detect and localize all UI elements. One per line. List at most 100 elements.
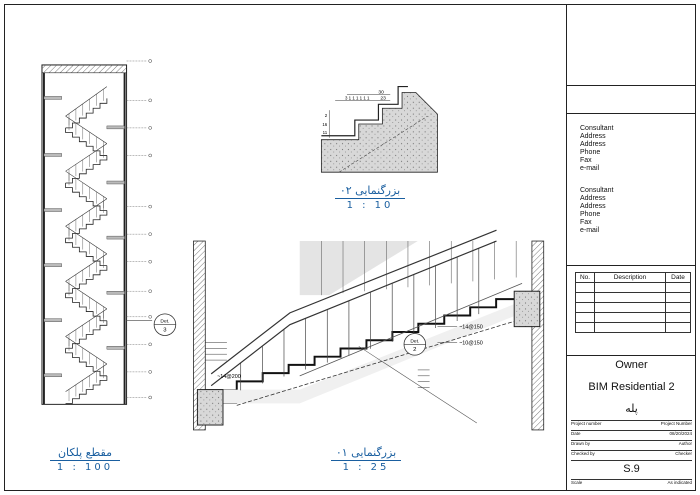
table-row (575, 282, 691, 293)
detail-callout-3: Det. 3 (126, 313, 177, 336)
consultant-1-name: Consultant (580, 125, 614, 132)
stair-flight (65, 293, 107, 322)
owner-label: Owner (615, 359, 648, 371)
level-marker (148, 370, 152, 374)
level-marker (148, 315, 152, 319)
handrail (65, 143, 108, 172)
handrail (65, 363, 108, 392)
dim-2: 2 (325, 113, 328, 118)
landing (106, 125, 125, 130)
upper-flight-shade (299, 241, 418, 296)
detail-01-stair: ~14@150 ~10@150 ~14@200 (193, 229, 545, 431)
detail-01-title: بزرگنمایی ۰۱ (335, 446, 397, 459)
landing (43, 263, 62, 267)
section-caption: مقطع پلکان 1 : 100 (30, 446, 140, 473)
callout-3-number: 3 (163, 328, 167, 334)
project-name: BIM Residential 2 (588, 381, 675, 393)
revision-table: No. Description Date (575, 272, 691, 333)
consultant-2-email: e-mail (580, 227, 600, 234)
handrail (65, 336, 108, 365)
stair-flight (65, 98, 108, 129)
level-marker (148, 98, 152, 103)
landing (106, 235, 125, 240)
handrail (65, 115, 108, 144)
landing (106, 180, 125, 185)
handrail (65, 253, 108, 282)
consultant-2: Consultant Address Address Phone Fax e-m… (567, 187, 696, 235)
sheet-name: پله (625, 402, 638, 415)
revision-box (567, 266, 696, 356)
level-marker (148, 126, 152, 130)
landing (43, 153, 62, 157)
rebar-left-label: ~14@200 (217, 374, 241, 380)
table-row (575, 302, 691, 313)
detail-01-steps (235, 241, 523, 390)
drawing-sheet (4, 4, 696, 491)
landing (106, 346, 125, 350)
section-title: مقطع پلکان (57, 446, 113, 459)
level-markers (126, 59, 152, 400)
consultant-2-address-1: Address (580, 195, 606, 202)
handrail (65, 86, 108, 117)
stair-flight (65, 182, 107, 211)
handrail (65, 226, 108, 255)
consultant-1-phone: Phone (580, 149, 601, 156)
dim-11: 11 (323, 130, 328, 135)
revision-no-header: No. (575, 272, 595, 283)
detail-02-tread: 30 23 3 1 1 1 1 1 1 2 16 11 (320, 85, 438, 173)
detail-01-caption: بزرگنمایی ۰۱ 1 : 25 (316, 446, 416, 473)
consultant-2-phone: Phone (580, 211, 601, 218)
detail-01-tread-line (235, 298, 523, 390)
detail-02-caption: بزرگنمایی ۰۲ 1 : 10 (320, 184, 420, 211)
consultant-1: Consultant Address Address Phone Fax e-m… (567, 125, 696, 173)
title-block: Consultant Address Address Phone Fax e-m… (566, 4, 696, 491)
level-marker (148, 259, 152, 264)
logo-box (567, 4, 696, 86)
handrail (65, 281, 108, 310)
detail-callout-2: Det. 2 (403, 333, 427, 356)
detail-01-scale: 1 : 25 (342, 462, 390, 473)
level-marker (148, 395, 152, 400)
consultant-2-address-2: Address (580, 203, 606, 210)
stair-flight (65, 127, 107, 156)
sheet-number: S.9 (571, 460, 692, 475)
consultant-1-address-2: Address (580, 141, 606, 148)
stair-flight (65, 155, 108, 184)
callout-3-label: Det. (160, 319, 169, 325)
level-marker (148, 232, 152, 236)
dim-23: 23 (380, 95, 386, 101)
section-scale: 1 : 100 (56, 462, 114, 473)
landing (106, 291, 125, 295)
handrail (65, 308, 108, 337)
level-marker (148, 204, 152, 209)
revision-description-header: Description (594, 272, 666, 283)
consultant-2-name: Consultant (580, 187, 614, 194)
consultant-1-fax: Fax (580, 157, 592, 164)
revision-date-header: Date (665, 272, 691, 283)
consultant-2-fax: Fax (580, 219, 592, 226)
table-row (575, 312, 691, 323)
landing (43, 96, 62, 100)
rebar-top-label: ~14@150 (459, 325, 483, 331)
stair-flight (65, 320, 108, 349)
level-marker (148, 59, 152, 63)
handrail (65, 198, 108, 227)
landing (43, 318, 62, 322)
stair-flights (43, 86, 125, 404)
stair-flight (65, 348, 107, 377)
landing (43, 208, 62, 212)
level-marker (148, 289, 152, 293)
level-marker (148, 153, 152, 158)
stair-flight (65, 265, 108, 294)
handrail (65, 170, 108, 199)
callout-2-label: Det. (410, 338, 419, 344)
consultant-1-email: e-mail (580, 165, 600, 172)
detail-01-balusters (240, 241, 517, 391)
consultant-1-address-1: Address (580, 133, 606, 140)
landing (43, 373, 62, 378)
callout-2-number: 2 (413, 347, 416, 353)
